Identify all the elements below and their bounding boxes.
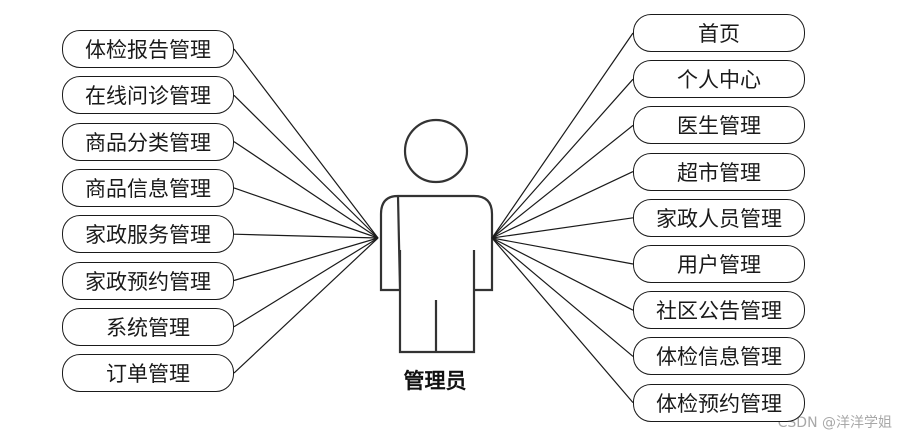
function-node: 在线问诊管理: [62, 76, 234, 115]
function-node: 家政人员管理: [633, 198, 805, 237]
function-node: 商品分类管理: [62, 122, 234, 161]
connector-line: [491, 237, 634, 403]
function-node: 商品信息管理: [62, 168, 234, 207]
function-node: 家政预约管理: [62, 261, 234, 300]
actor-body: [379, 194, 494, 354]
function-node: 首页: [633, 14, 805, 52]
function-node: 体检信息管理: [633, 337, 805, 376]
function-node: 医生管理: [633, 106, 805, 145]
connector-line: [233, 94, 379, 239]
function-node: 订单管理: [62, 354, 234, 393]
function-node: 体检预约管理: [633, 383, 805, 422]
connector-line: [491, 32, 634, 239]
connector-line: [491, 237, 634, 357]
connector-line: [491, 124, 634, 239]
connector-line: [233, 237, 379, 282]
function-node: 用户管理: [633, 245, 805, 283]
actor-head: [403, 118, 469, 184]
function-node: 超市管理: [633, 152, 805, 191]
connector-line: [491, 171, 634, 239]
connector-lines: [233, 32, 634, 403]
function-node: 家政服务管理: [62, 215, 234, 254]
connector-line: [491, 237, 634, 311]
connector-line: [233, 233, 379, 239]
connector-line: [491, 78, 634, 239]
function-node: 体检报告管理: [62, 30, 234, 68]
actor-label: 管理员: [403, 368, 467, 393]
connector-line: [233, 141, 379, 239]
connector-line: [233, 48, 379, 239]
function-node: 个人中心: [633, 60, 805, 99]
connector-line: [233, 187, 379, 239]
actor-figure: [379, 118, 494, 354]
function-node: 社区公告管理: [633, 291, 805, 330]
connector-line: [491, 217, 634, 239]
function-node: 系统管理: [62, 307, 234, 346]
connector-line: [233, 237, 379, 328]
connector-line: [233, 237, 379, 374]
watermark-text: CSDN @洋洋学姐: [777, 415, 892, 431]
connector-line: [491, 237, 634, 265]
